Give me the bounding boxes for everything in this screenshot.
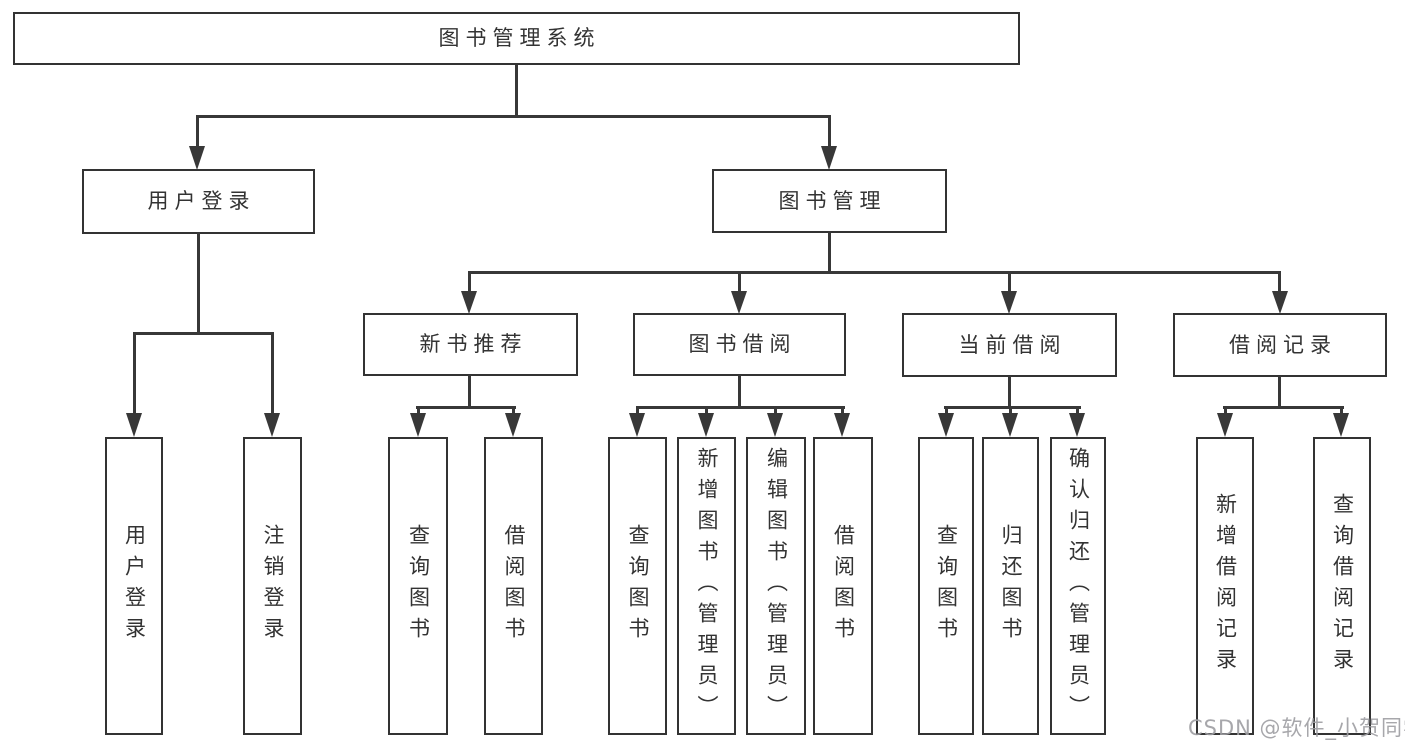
node-label: 图书管理 [778, 188, 887, 213]
arrowhead-down-icon [1272, 291, 1288, 314]
leaf-label: 确认归还（管理员） [1066, 446, 1091, 726]
arrowhead-down-icon [505, 413, 521, 437]
arrowhead-down-icon [410, 413, 426, 437]
connector-line [828, 115, 831, 148]
leaf-label: 用户登录 [122, 524, 147, 648]
leaf-logout-login: 注销登录 [243, 437, 302, 735]
connector-line [945, 406, 948, 416]
leaf-label: 借阅图书 [831, 524, 856, 648]
arrowhead-down-icon [698, 413, 714, 437]
leaf-edit-books-admin: 编辑图书（管理员） [746, 437, 806, 735]
node-label: 借阅记录 [1229, 332, 1337, 357]
arrowhead-down-icon [1001, 291, 1017, 314]
connector-line [515, 65, 518, 117]
connector-line [636, 406, 845, 409]
arrowhead-down-icon [834, 413, 850, 437]
leaf-user-login: 用户登录 [105, 437, 163, 735]
node-label: 当前借阅 [958, 332, 1067, 357]
arrowhead-down-icon [461, 291, 477, 314]
arrowhead-down-icon [189, 146, 205, 170]
arrowhead-down-icon [126, 413, 142, 437]
node-new-book-recommendation: 新书推荐 [363, 313, 578, 376]
connector-line [636, 406, 639, 416]
leaf-return-books: 归还图书 [982, 437, 1039, 735]
node-user-login: 用户登录 [82, 169, 315, 234]
connector-line [705, 406, 708, 416]
connector-line [468, 271, 471, 294]
connector-line [196, 115, 831, 118]
connector-line [1340, 406, 1343, 416]
connector-line [197, 232, 200, 334]
leaf-label: 查询借阅记录 [1330, 493, 1355, 679]
connector-line [1224, 406, 1227, 416]
connector-line [196, 115, 199, 148]
leaf-label: 注销登录 [261, 524, 285, 648]
connector-line [1009, 406, 1012, 416]
leaf-query-borrow-record: 查询借阅记录 [1313, 437, 1371, 735]
node-book-borrowing: 图书借阅 [633, 313, 846, 376]
connector-line [468, 375, 471, 408]
arrowhead-down-icon [731, 291, 747, 314]
node-label: 用户登录 [147, 189, 256, 213]
leaf-add-borrow-record: 新增借阅记录 [1196, 437, 1254, 735]
connector-line [417, 406, 420, 416]
connector-line [468, 271, 1281, 274]
arrowhead-down-icon [938, 413, 954, 437]
leaf-label: 查询图书 [626, 524, 650, 648]
node-label: 图书管理系统 [438, 26, 601, 50]
connector-line [416, 406, 516, 409]
arrowhead-down-icon [1333, 413, 1349, 437]
leaf-label: 查询图书 [934, 524, 959, 648]
leaf-borrow-books-newbook: 借阅图书 [484, 437, 543, 735]
leaf-label: 编辑图书（管理员） [764, 446, 789, 726]
node-library-management-system: 图书管理系统 [13, 12, 1020, 65]
connector-line [133, 332, 274, 335]
connector-line [512, 406, 515, 416]
connector-line [1278, 376, 1281, 409]
leaf-label: 借阅图书 [502, 524, 526, 648]
connector-line [738, 375, 741, 408]
connector-line [944, 406, 1081, 409]
leaf-label: 新增图书（管理员） [695, 446, 719, 726]
arrowhead-down-icon [1069, 413, 1085, 437]
leaf-confirm-return-admin: 确认归还（管理员） [1050, 437, 1106, 735]
connector-line [271, 332, 274, 415]
connector-line [738, 271, 741, 294]
leaf-label: 新增借阅记录 [1213, 493, 1238, 679]
leaf-add-books-admin: 新增图书（管理员） [677, 437, 736, 735]
node-borrowing-records: 借阅记录 [1173, 313, 1387, 377]
leaf-query-books-borrowing: 查询图书 [608, 437, 667, 735]
arrowhead-down-icon [264, 413, 280, 437]
arrowhead-down-icon [821, 146, 837, 170]
node-current-borrowing: 当前借阅 [902, 313, 1117, 377]
arrowhead-down-icon [629, 413, 645, 437]
leaf-query-books-current: 查询图书 [918, 437, 974, 735]
connector-line [841, 406, 844, 416]
leaf-label: 归还图书 [999, 524, 1023, 648]
connector-line [133, 332, 136, 415]
connector-line [1278, 271, 1281, 294]
node-book-management: 图书管理 [712, 169, 947, 233]
arrowhead-down-icon [1002, 413, 1018, 437]
connector-line [1008, 376, 1011, 409]
connector-line [1076, 406, 1079, 416]
arrowhead-down-icon [1217, 413, 1233, 437]
connector-line [828, 231, 831, 273]
leaf-label: 查询图书 [406, 524, 431, 648]
arrowhead-down-icon [767, 413, 783, 437]
node-label: 图书借阅 [688, 332, 797, 356]
connector-line [1223, 406, 1344, 409]
leaf-query-books-newbook: 查询图书 [388, 437, 448, 735]
connector-line [1008, 271, 1011, 294]
node-label: 新书推荐 [419, 332, 528, 356]
connector-line [774, 406, 777, 416]
watermark-text: CSDN @软件_小贺同学 [1188, 716, 1405, 740]
leaf-borrow-books-borrowing: 借阅图书 [813, 437, 873, 735]
